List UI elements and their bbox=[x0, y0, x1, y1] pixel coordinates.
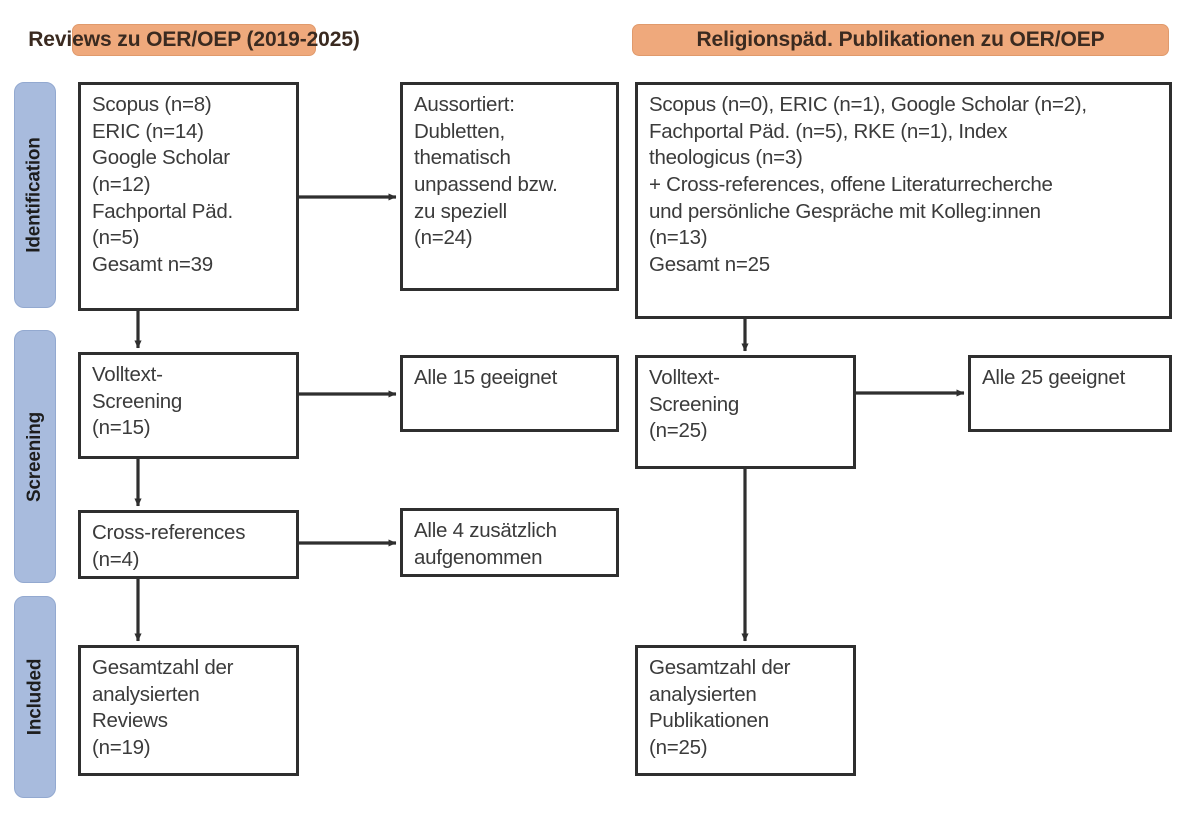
column-header-religionspaed: Religionspäd. Publikationen zu OER/OEP bbox=[632, 24, 1169, 56]
stage-label-identification-text: Identification bbox=[24, 137, 46, 253]
box-left-crossrefs-text: Cross-references (n=4) bbox=[92, 521, 246, 571]
box-left-excluded-text: Aussortiert: Dubletten, thematisch unpas… bbox=[414, 93, 558, 250]
box-right-fulltext-result: Alle 25 geeignet bbox=[968, 355, 1172, 432]
box-left-excluded: Aussortiert: Dubletten, thematisch unpas… bbox=[400, 82, 619, 291]
stage-label-screening-text: Screening bbox=[24, 411, 46, 502]
stage-label-identification: Identification bbox=[14, 82, 56, 308]
box-left-sources: Scopus (n=8) ERIC (n=14) Google Scholar … bbox=[78, 82, 299, 311]
stage-label-screening: Screening bbox=[14, 330, 56, 583]
box-right-fulltext-screening-text: Volltext- Screening (n=25) bbox=[649, 366, 740, 443]
box-left-crossrefs-result-text: Alle 4 zusätzlich aufgenommen bbox=[414, 519, 557, 569]
box-left-included-total-text: Gesamtzahl der analysierten Reviews (n=1… bbox=[92, 656, 234, 759]
box-left-fulltext-screening: Volltext- Screening (n=15) bbox=[78, 352, 299, 459]
box-right-sources-text: Scopus (n=0), ERIC (n=1), Google Scholar… bbox=[649, 93, 1087, 276]
stage-label-included: Included bbox=[14, 596, 56, 798]
box-left-sources-text: Scopus (n=8) ERIC (n=14) Google Scholar … bbox=[92, 93, 233, 276]
box-left-included-total: Gesamtzahl der analysierten Reviews (n=1… bbox=[78, 645, 299, 776]
box-right-included-total: Gesamtzahl der analysierten Publikatione… bbox=[635, 645, 856, 776]
box-right-sources: Scopus (n=0), ERIC (n=1), Google Scholar… bbox=[635, 82, 1172, 319]
stage-label-included-text: Included bbox=[24, 658, 46, 736]
box-left-fulltext-result: Alle 15 geeignet bbox=[400, 355, 619, 432]
box-right-fulltext-screening: Volltext- Screening (n=25) bbox=[635, 355, 856, 469]
column-header-religionspaed-label: Religionspäd. Publikationen zu OER/OEP bbox=[696, 28, 1105, 51]
column-header-reviews: Reviews zu OER/OEP (2019-2025) bbox=[28, 24, 360, 56]
box-left-crossrefs: Cross-references (n=4) bbox=[78, 510, 299, 579]
box-left-crossrefs-result: Alle 4 zusätzlich aufgenommen bbox=[400, 508, 619, 577]
box-right-included-total-text: Gesamtzahl der analysierten Publikatione… bbox=[649, 656, 791, 759]
box-left-fulltext-result-text: Alle 15 geeignet bbox=[414, 366, 558, 389]
box-right-fulltext-result-text: Alle 25 geeignet bbox=[982, 366, 1126, 389]
column-header-reviews-label: Reviews zu OER/OEP (2019-2025) bbox=[28, 28, 360, 51]
box-left-fulltext-screening-text: Volltext- Screening (n=15) bbox=[92, 363, 183, 440]
